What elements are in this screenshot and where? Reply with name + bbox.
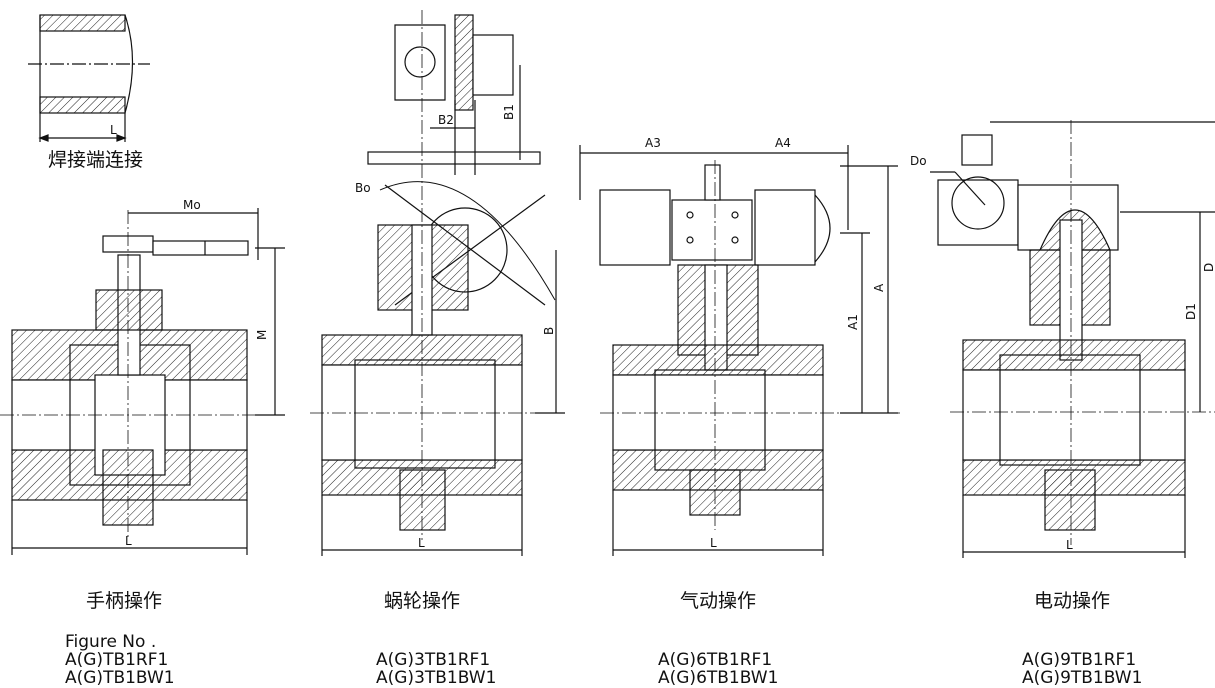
dim-mo: Mo <box>183 198 201 212</box>
dim-b2: B2 <box>438 113 454 127</box>
weld-dim-label: L <box>110 123 117 137</box>
dim-l-handle: L <box>125 534 132 548</box>
weld-end-detail <box>28 14 150 142</box>
model-electric-2: A(G)9TB1BW1 <box>1022 668 1143 688</box>
model-pneumatic-1: A(G)6TB1RF1 <box>658 650 773 670</box>
dim-l-worm: L <box>418 536 425 550</box>
model-electric-1: A(G)9TB1RF1 <box>1022 650 1137 670</box>
dim-m: M <box>255 330 269 340</box>
caption-pneumatic: 气动操作 <box>679 590 756 612</box>
dim-l-electric: L <box>1066 538 1073 552</box>
caption-electric: 电动操作 <box>1033 590 1110 612</box>
dim-b1: B1 <box>502 104 516 120</box>
dim-bo: Bo <box>355 181 371 195</box>
pneumatic-valve <box>579 145 900 556</box>
caption-worm-gear: 蜗轮操作 <box>383 590 460 612</box>
dim-b: B <box>542 327 556 335</box>
dim-d: D <box>1202 263 1215 272</box>
model-handle-1: A(G)TB1RF1 <box>65 650 169 670</box>
dim-do: Do <box>910 154 927 168</box>
model-worm-2: A(G)3TB1BW1 <box>376 668 497 688</box>
dim-l-pneumatic: L <box>710 536 717 550</box>
handle-valve <box>0 208 285 555</box>
figure-label: Figure No . <box>65 632 157 652</box>
dim-d1: D1 <box>1184 303 1198 320</box>
model-handle-2: A(G)TB1BW1 <box>65 668 175 688</box>
dim-a4: A4 <box>775 136 791 150</box>
dim-a1: A1 <box>846 314 860 330</box>
dim-a3: A3 <box>645 136 661 150</box>
model-worm-1: A(G)3TB1RF1 <box>376 650 491 670</box>
model-pneumatic-2: A(G)6TB1BW1 <box>658 668 779 688</box>
dim-a: A <box>872 283 886 292</box>
worm-gear-valve <box>310 10 565 556</box>
weld-end-caption: 焊接端连接 <box>48 149 144 171</box>
caption-handle: 手柄操作 <box>85 590 162 612</box>
electric-valve <box>930 120 1215 558</box>
